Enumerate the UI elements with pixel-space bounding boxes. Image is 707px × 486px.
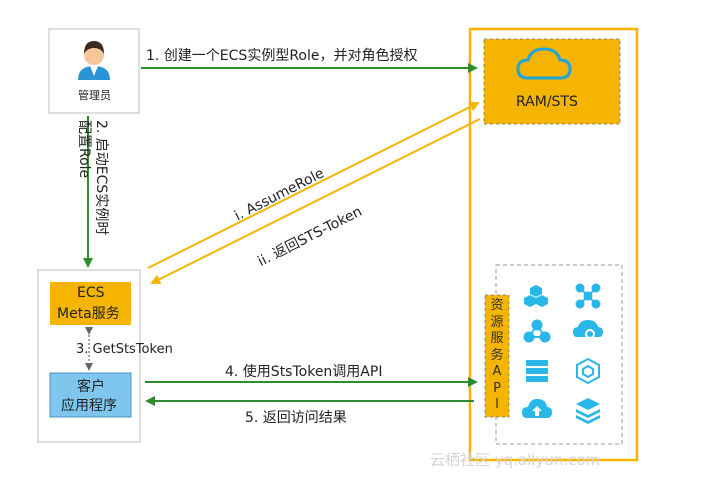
client-app-box [49,372,132,418]
ecs-meta-line2: Meta服务 [57,306,120,322]
resource-region [495,264,623,445]
network-nodes-icon [575,283,601,309]
cloud-upload-icon [522,399,552,418]
resource-api-char: 服 [490,331,504,346]
resource-api-char: 源 [490,314,504,330]
cloud-cluster-icon [573,320,603,339]
cloud-icon [516,47,572,80]
ecs-meta-box [50,282,131,325]
client-line2: 应用程序 [61,398,117,414]
ecs-meta-line1: ECS [77,285,105,301]
cloud-region [468,27,639,462]
cube-grid-icon [576,357,600,385]
resource-api-char: A [492,364,502,379]
ramsts-label: RAM/STS [516,94,578,110]
step1-label: 1. 创建一个ECS实例型Role，并对角色授权 [146,48,418,64]
watermark: 云栖社区 yq.aliyun.com [430,451,600,469]
resource-api-label: 资 源 服 务 A P I [487,298,507,414]
client-line1: 客户 [77,379,105,395]
step5-label: 5. 返回访问结果 [245,410,347,426]
step2-label: 2. 启动ECS实例时 [93,120,109,236]
step2-label-b: 配置Role [76,120,92,179]
assume-role-arrow [147,102,480,269]
step4-label: 4. 使用StsToken调用API [225,364,383,380]
tree-nodes-icon [523,319,551,343]
resource-api-box [484,294,510,418]
user-label: 管理员 [78,89,111,102]
return-token-arrow [150,118,481,284]
layers-stack-icon [576,398,600,424]
ramsts-box [483,38,621,125]
user-avatar-icon [78,41,110,80]
resource-api-char: 务 [490,347,504,363]
resource-api-char: 资 [490,298,504,313]
hexagon-cluster-icon [524,285,548,307]
step3-label: 3. GetStsToken [76,342,173,357]
server-stack-icon [526,360,548,382]
resource-api-char: P [493,380,501,396]
resource-api-char: I [495,397,499,412]
